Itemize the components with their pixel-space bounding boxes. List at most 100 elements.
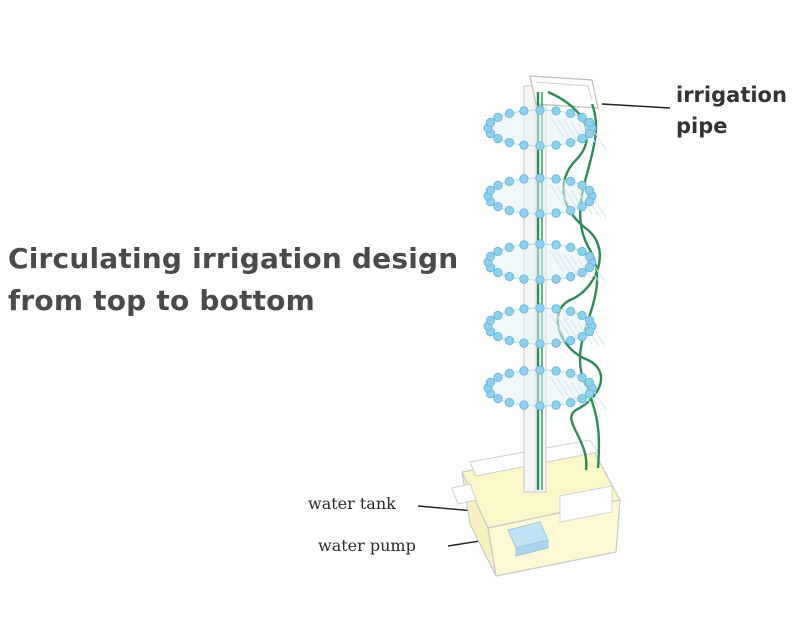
planter-pot bbox=[493, 310, 503, 320]
planter-pot bbox=[519, 274, 529, 284]
planter-pot bbox=[504, 176, 514, 186]
planter-tier-4 bbox=[483, 303, 607, 349]
planter-pot bbox=[551, 400, 561, 410]
planter-pot bbox=[504, 368, 514, 378]
headline-line-2: from top to bottom bbox=[8, 284, 315, 317]
spiral-planters bbox=[483, 105, 607, 411]
planter-pot bbox=[584, 326, 595, 337]
planter-pot bbox=[577, 202, 587, 212]
planter-pot bbox=[504, 206, 514, 216]
planter-pot bbox=[485, 117, 496, 128]
planter-pot bbox=[493, 246, 503, 256]
planter-pot bbox=[485, 315, 496, 325]
planter-pot bbox=[535, 141, 545, 151]
planter-tier-5 bbox=[483, 365, 607, 411]
planter-pot bbox=[535, 105, 545, 115]
planter-pot bbox=[519, 106, 529, 116]
planter-tier-2 bbox=[483, 173, 607, 219]
planter-pot bbox=[493, 134, 503, 144]
planter-pot bbox=[584, 262, 595, 273]
planter-pot bbox=[519, 240, 529, 250]
planter-pot bbox=[535, 401, 545, 411]
planter-pot bbox=[577, 112, 587, 123]
planter-pot bbox=[565, 271, 576, 282]
planter-pot bbox=[577, 331, 587, 342]
planter-pot bbox=[519, 366, 529, 376]
planter-pot bbox=[519, 140, 529, 150]
headline-line-1: Circulating irrigation design bbox=[8, 242, 459, 275]
planter-pot bbox=[565, 368, 576, 378]
planter-pot bbox=[565, 306, 576, 316]
planter-pot bbox=[493, 393, 503, 404]
planter-pot bbox=[519, 208, 529, 218]
irrigation-pipes bbox=[536, 90, 603, 490]
planter-pot bbox=[577, 267, 587, 278]
planter-pot bbox=[551, 274, 561, 284]
planter-pot bbox=[493, 180, 503, 190]
planter-pot bbox=[485, 185, 496, 195]
planter-pot bbox=[504, 138, 514, 148]
planter-pot bbox=[535, 365, 545, 375]
planter-pot bbox=[565, 397, 576, 408]
water-pump-label: water pump bbox=[318, 536, 416, 555]
planter-pot bbox=[504, 397, 514, 408]
planter-pot bbox=[577, 372, 587, 382]
planter-pot bbox=[551, 366, 561, 376]
planter-pot bbox=[551, 208, 561, 218]
planter-pot bbox=[535, 239, 545, 249]
planter-pot bbox=[551, 106, 561, 116]
planter-pot bbox=[565, 108, 576, 119]
planter-tier-1 bbox=[483, 105, 607, 151]
planter-pot bbox=[565, 138, 576, 148]
water-pump bbox=[507, 521, 549, 557]
planter-pot bbox=[577, 246, 587, 256]
planter-pot bbox=[577, 134, 587, 144]
planter-pot bbox=[577, 180, 587, 190]
planter-pot bbox=[485, 251, 496, 261]
irrigation-pipe-leader-line bbox=[601, 103, 671, 109]
planter-pot bbox=[551, 240, 561, 250]
planter-pot bbox=[584, 185, 595, 195]
planter-pot bbox=[565, 206, 576, 216]
irrigation-pipe-label-line-2: pipe bbox=[676, 114, 728, 138]
planter-pot bbox=[519, 174, 529, 184]
planter-pot bbox=[584, 117, 595, 128]
planter-pot bbox=[535, 275, 545, 285]
planter-pot bbox=[504, 108, 514, 119]
planter-pot bbox=[535, 209, 545, 219]
diagram-headline: Circulating irrigation design from top t… bbox=[8, 238, 458, 322]
planter-pot bbox=[535, 173, 545, 183]
planter-pot bbox=[535, 303, 545, 313]
planter-pot bbox=[504, 242, 514, 252]
planter-pot bbox=[551, 174, 561, 184]
irrigation-pipe-label: irrigation pipe bbox=[676, 80, 787, 142]
planter-pot bbox=[584, 251, 595, 261]
planter-pot bbox=[485, 377, 496, 387]
planter-pot bbox=[535, 339, 545, 349]
planter-pot bbox=[584, 315, 595, 325]
planter-pot bbox=[519, 338, 529, 348]
irrigation-pipe-label-line-1: irrigation bbox=[676, 83, 787, 107]
planter-pot bbox=[504, 335, 514, 346]
planter-pot bbox=[584, 197, 595, 207]
planter-pot bbox=[577, 393, 587, 404]
water-tank-label: water tank bbox=[308, 494, 396, 513]
planter-pot bbox=[493, 267, 503, 278]
planter-pot bbox=[504, 271, 514, 282]
planter-pot bbox=[551, 140, 561, 150]
planter-pot bbox=[519, 304, 529, 314]
planter-pot bbox=[551, 304, 561, 314]
planter-pot bbox=[493, 372, 503, 382]
planter-pot bbox=[551, 338, 561, 348]
planter-tier-3 bbox=[483, 239, 607, 285]
planter-pot bbox=[504, 306, 514, 316]
planter-pot bbox=[493, 331, 503, 342]
planter-pot bbox=[565, 242, 576, 252]
planter-pot bbox=[519, 400, 529, 410]
planter-pot bbox=[565, 176, 576, 186]
planter-pot bbox=[565, 335, 576, 346]
planter-pot bbox=[493, 202, 503, 212]
planter-pot bbox=[584, 377, 595, 387]
planter-pot bbox=[577, 310, 587, 320]
